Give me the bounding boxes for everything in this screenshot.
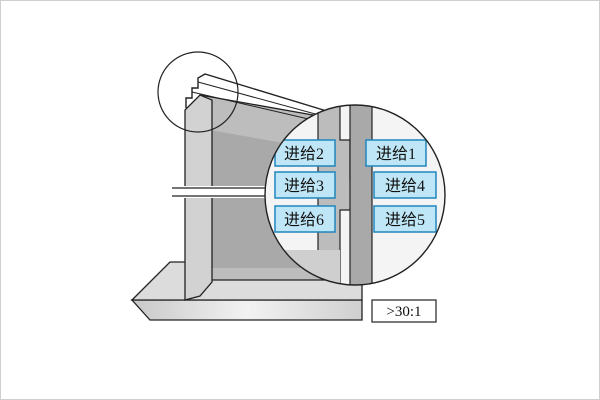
- section-break: [172, 186, 282, 198]
- feed-1-label: 进给1: [376, 145, 416, 163]
- detail-circle: [157, 51, 239, 133]
- feed-4-label: 进给4: [385, 177, 425, 195]
- magnifier-circle: [264, 104, 446, 286]
- ratio-label: >30:1: [386, 304, 421, 320]
- feed-6-box: [274, 205, 336, 233]
- feed-3-label: 进给3: [284, 177, 324, 195]
- feed-3-box: [274, 171, 336, 199]
- feed-4-box: [373, 171, 437, 199]
- feed-6-label: 进给6: [284, 211, 324, 229]
- base-plate-front: [130, 299, 363, 321]
- ratio-box: [371, 299, 437, 323]
- rib-section-right: [349, 105, 373, 285]
- feed-5-label: 进给5: [385, 211, 425, 229]
- feed-5-box: [373, 205, 437, 233]
- stepped-edge: [185, 73, 331, 113]
- feed-2-label: 进给2: [284, 145, 324, 163]
- feed-1-box: [365, 139, 427, 167]
